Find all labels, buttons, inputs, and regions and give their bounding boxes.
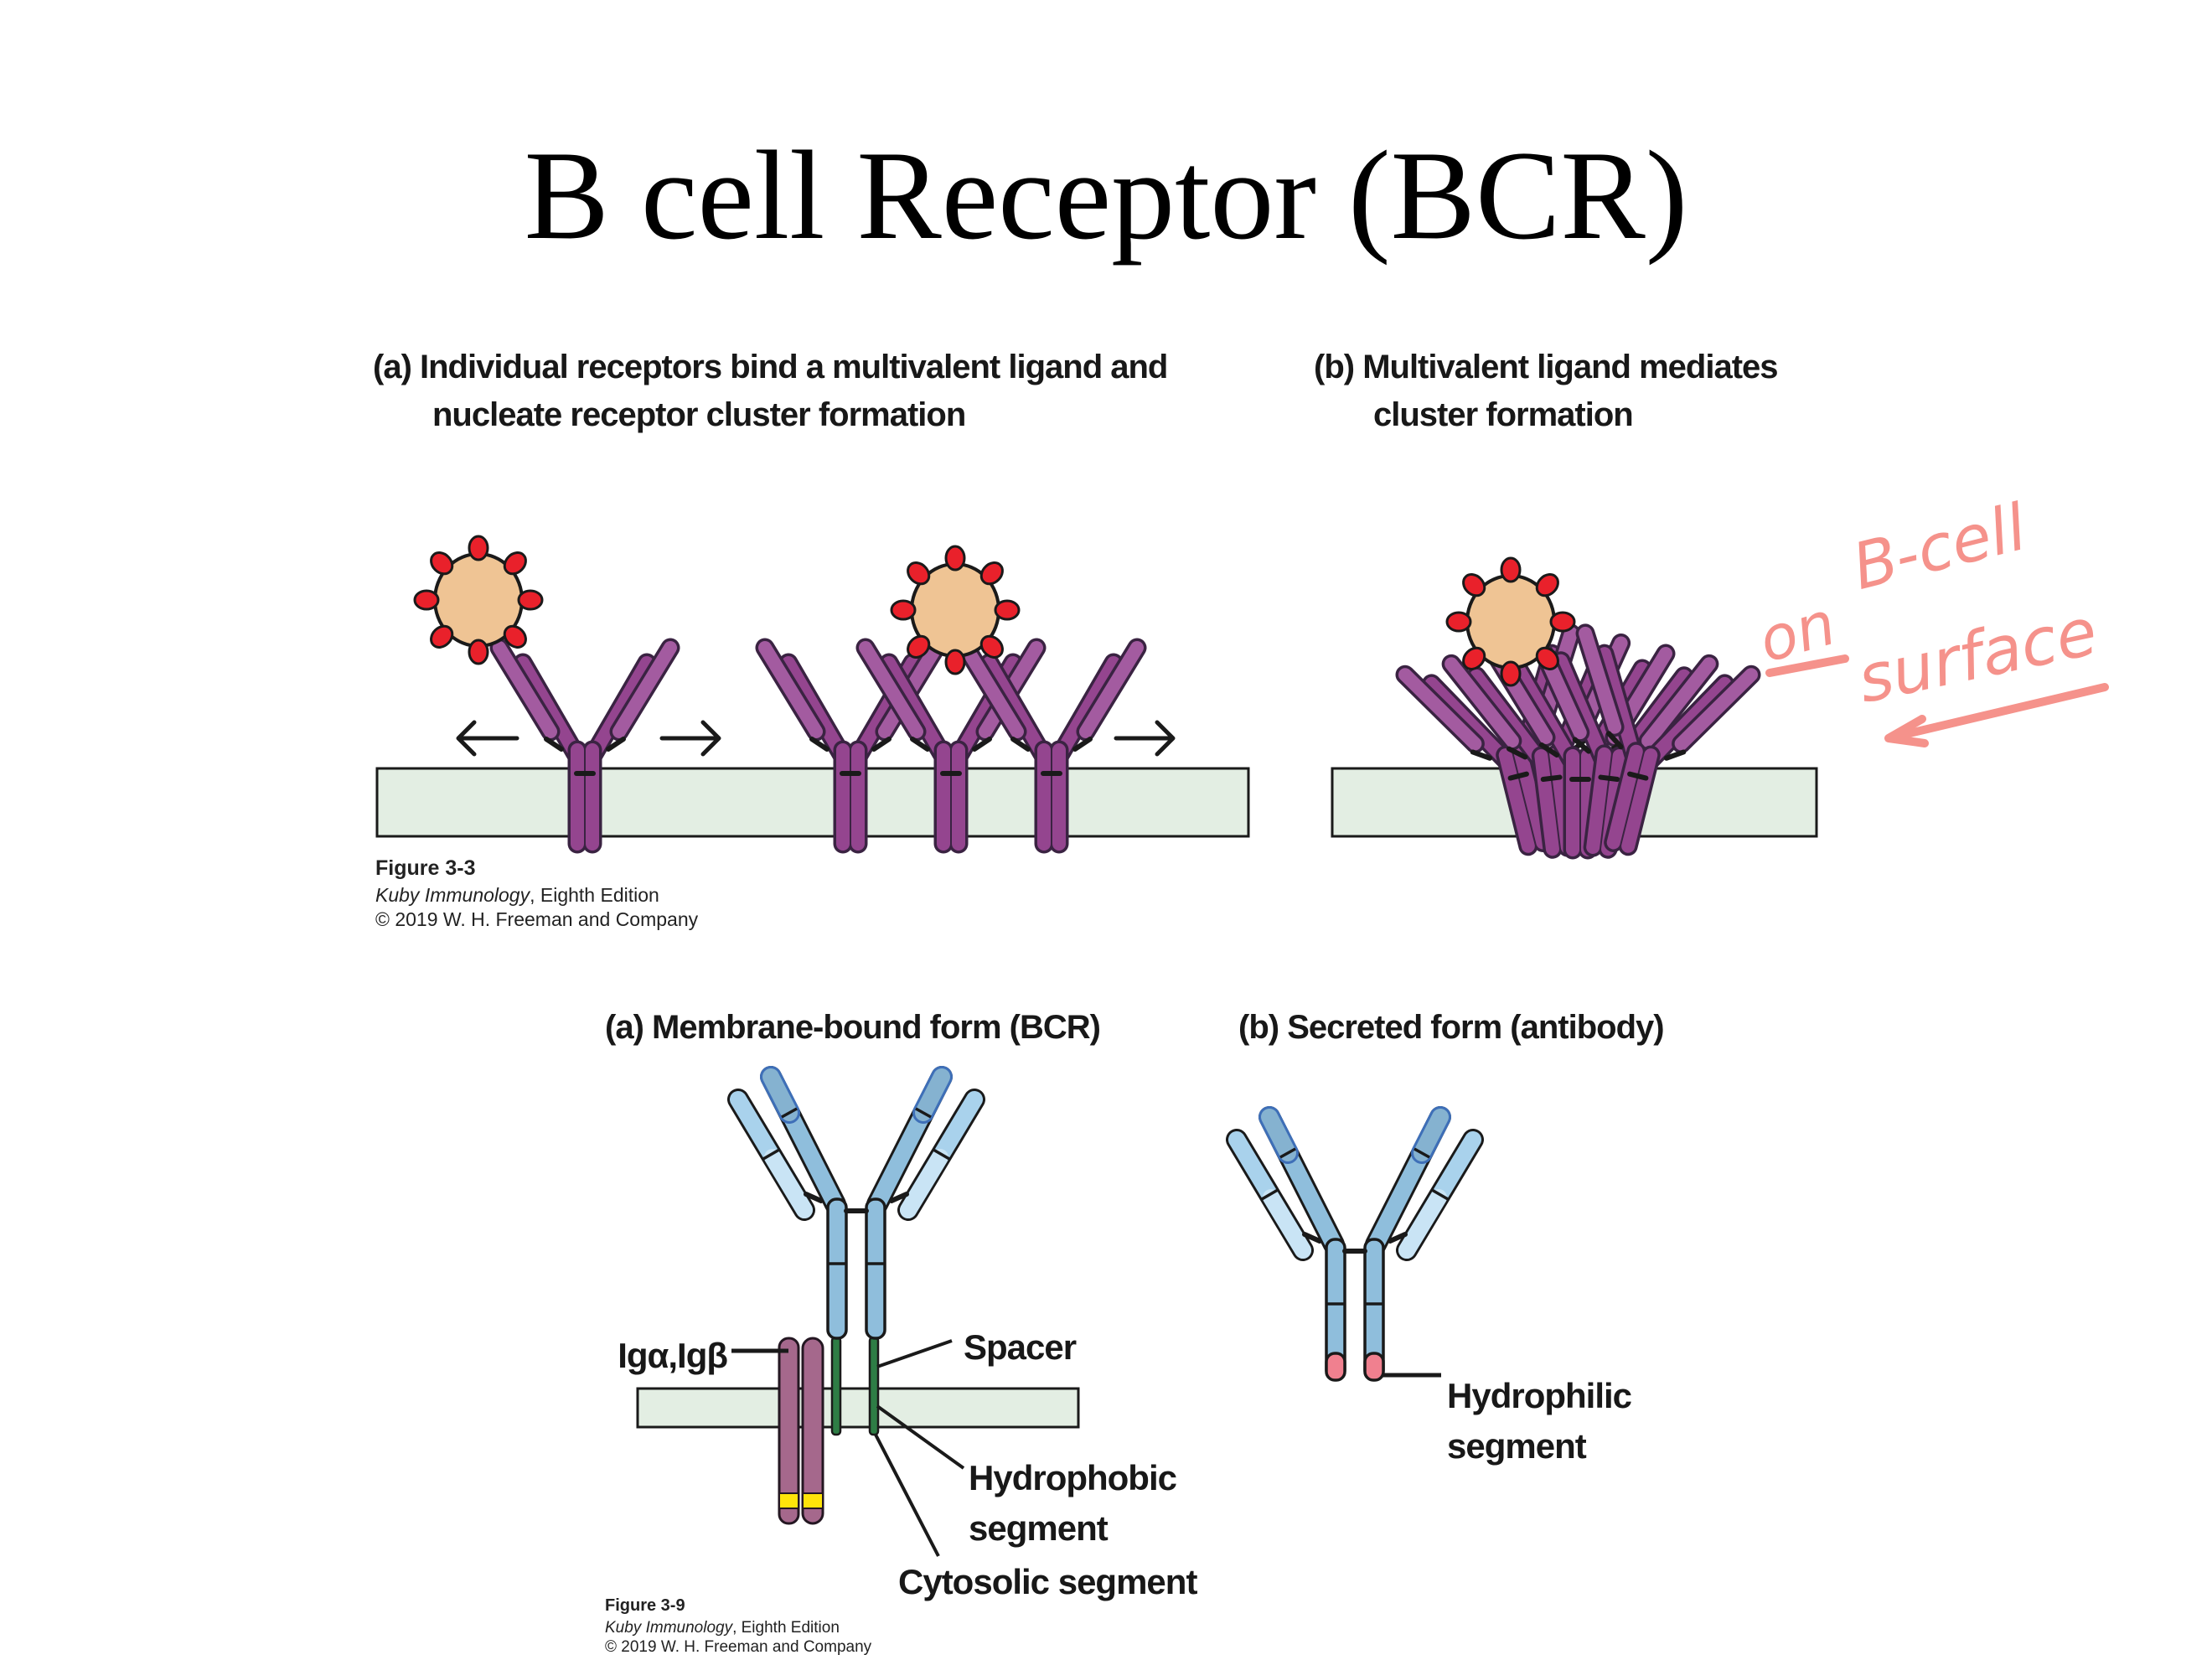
cytosolic-pointer-line <box>874 1434 940 1557</box>
ig-alpha-beta-chains <box>778 1337 824 1525</box>
hydrophobic-pointer-line <box>876 1404 965 1470</box>
figure3-9-caption: Figure 3-9 Kuby Immunology, Eighth Editi… <box>605 1596 871 1655</box>
hydrophobic-label: Hydrophobic segment <box>969 1453 1177 1554</box>
figure-label: Figure 3-3 <box>375 856 476 880</box>
cluster-ligand <box>1445 556 1576 687</box>
book-edition: Kuby Immunology, Eighth Edition <box>375 884 659 906</box>
ig-alpha-beta-label: Igα,Igβ <box>618 1336 728 1375</box>
secreted-antibody <box>1237 1117 1473 1380</box>
left-diffusion-arrow <box>456 720 519 757</box>
cell-membrane <box>375 767 1250 838</box>
figure3-3-heading-a: (a) Individual receptors bind a multival… <box>373 344 1168 439</box>
heading-a-line2: nucleate receptor cluster formation <box>432 396 966 433</box>
hydrophilic-line1: Hydrophilic <box>1447 1376 1632 1415</box>
spacer-label: Spacer <box>964 1327 1077 1367</box>
spacer-pointer-line <box>876 1339 953 1368</box>
heading-b-line1: (b) Multivalent ligand mediates <box>1314 349 1779 385</box>
cluster-formation-arrow <box>1114 720 1176 757</box>
cytosolic-label: Cytosolic segment <box>898 1562 1197 1601</box>
figure-label: Figure 3-9 <box>605 1596 685 1615</box>
bound-ligand <box>890 545 1021 675</box>
hydrophobic-line1: Hydrophobic <box>969 1458 1177 1497</box>
copyright: © 2019 W. H. Freeman and Company <box>605 1638 872 1655</box>
copyright: © 2019 W. H. Freeman and Company <box>375 908 699 930</box>
free-ligand <box>413 535 544 665</box>
cell-membrane <box>636 1387 1080 1429</box>
heading-a-line1: (a) Individual receptors bind a multival… <box>373 349 1168 385</box>
hydrophilic-line2: segment <box>1447 1426 1587 1466</box>
membrane-bound-antibody <box>738 1077 974 1338</box>
heading-b-line2: cluster formation <box>1373 396 1634 433</box>
annotation-underlines <box>1765 654 2109 747</box>
book-edition: Kuby Immunology, Eighth Edition <box>605 1619 840 1637</box>
hydrophilic-label: Hydrophilic segment <box>1447 1371 1632 1471</box>
hydrophobic-line2: segment <box>969 1508 1109 1548</box>
figure3-3-caption: Figure 3-3 Kuby Immunology, Eighth Editi… <box>375 856 698 932</box>
slide-title: B cell Receptor (BCR) <box>524 125 1688 266</box>
figure3-3-heading-b: (b) Multivalent ligand mediates cluster … <box>1314 344 1779 439</box>
right-diffusion-arrow <box>659 720 721 757</box>
figure3-9-heading-b: (b) Secreted form (antibody) <box>1238 1009 1665 1046</box>
figure3-9-heading-a: (a) Membrane-bound form (BCR) <box>605 1009 1101 1046</box>
